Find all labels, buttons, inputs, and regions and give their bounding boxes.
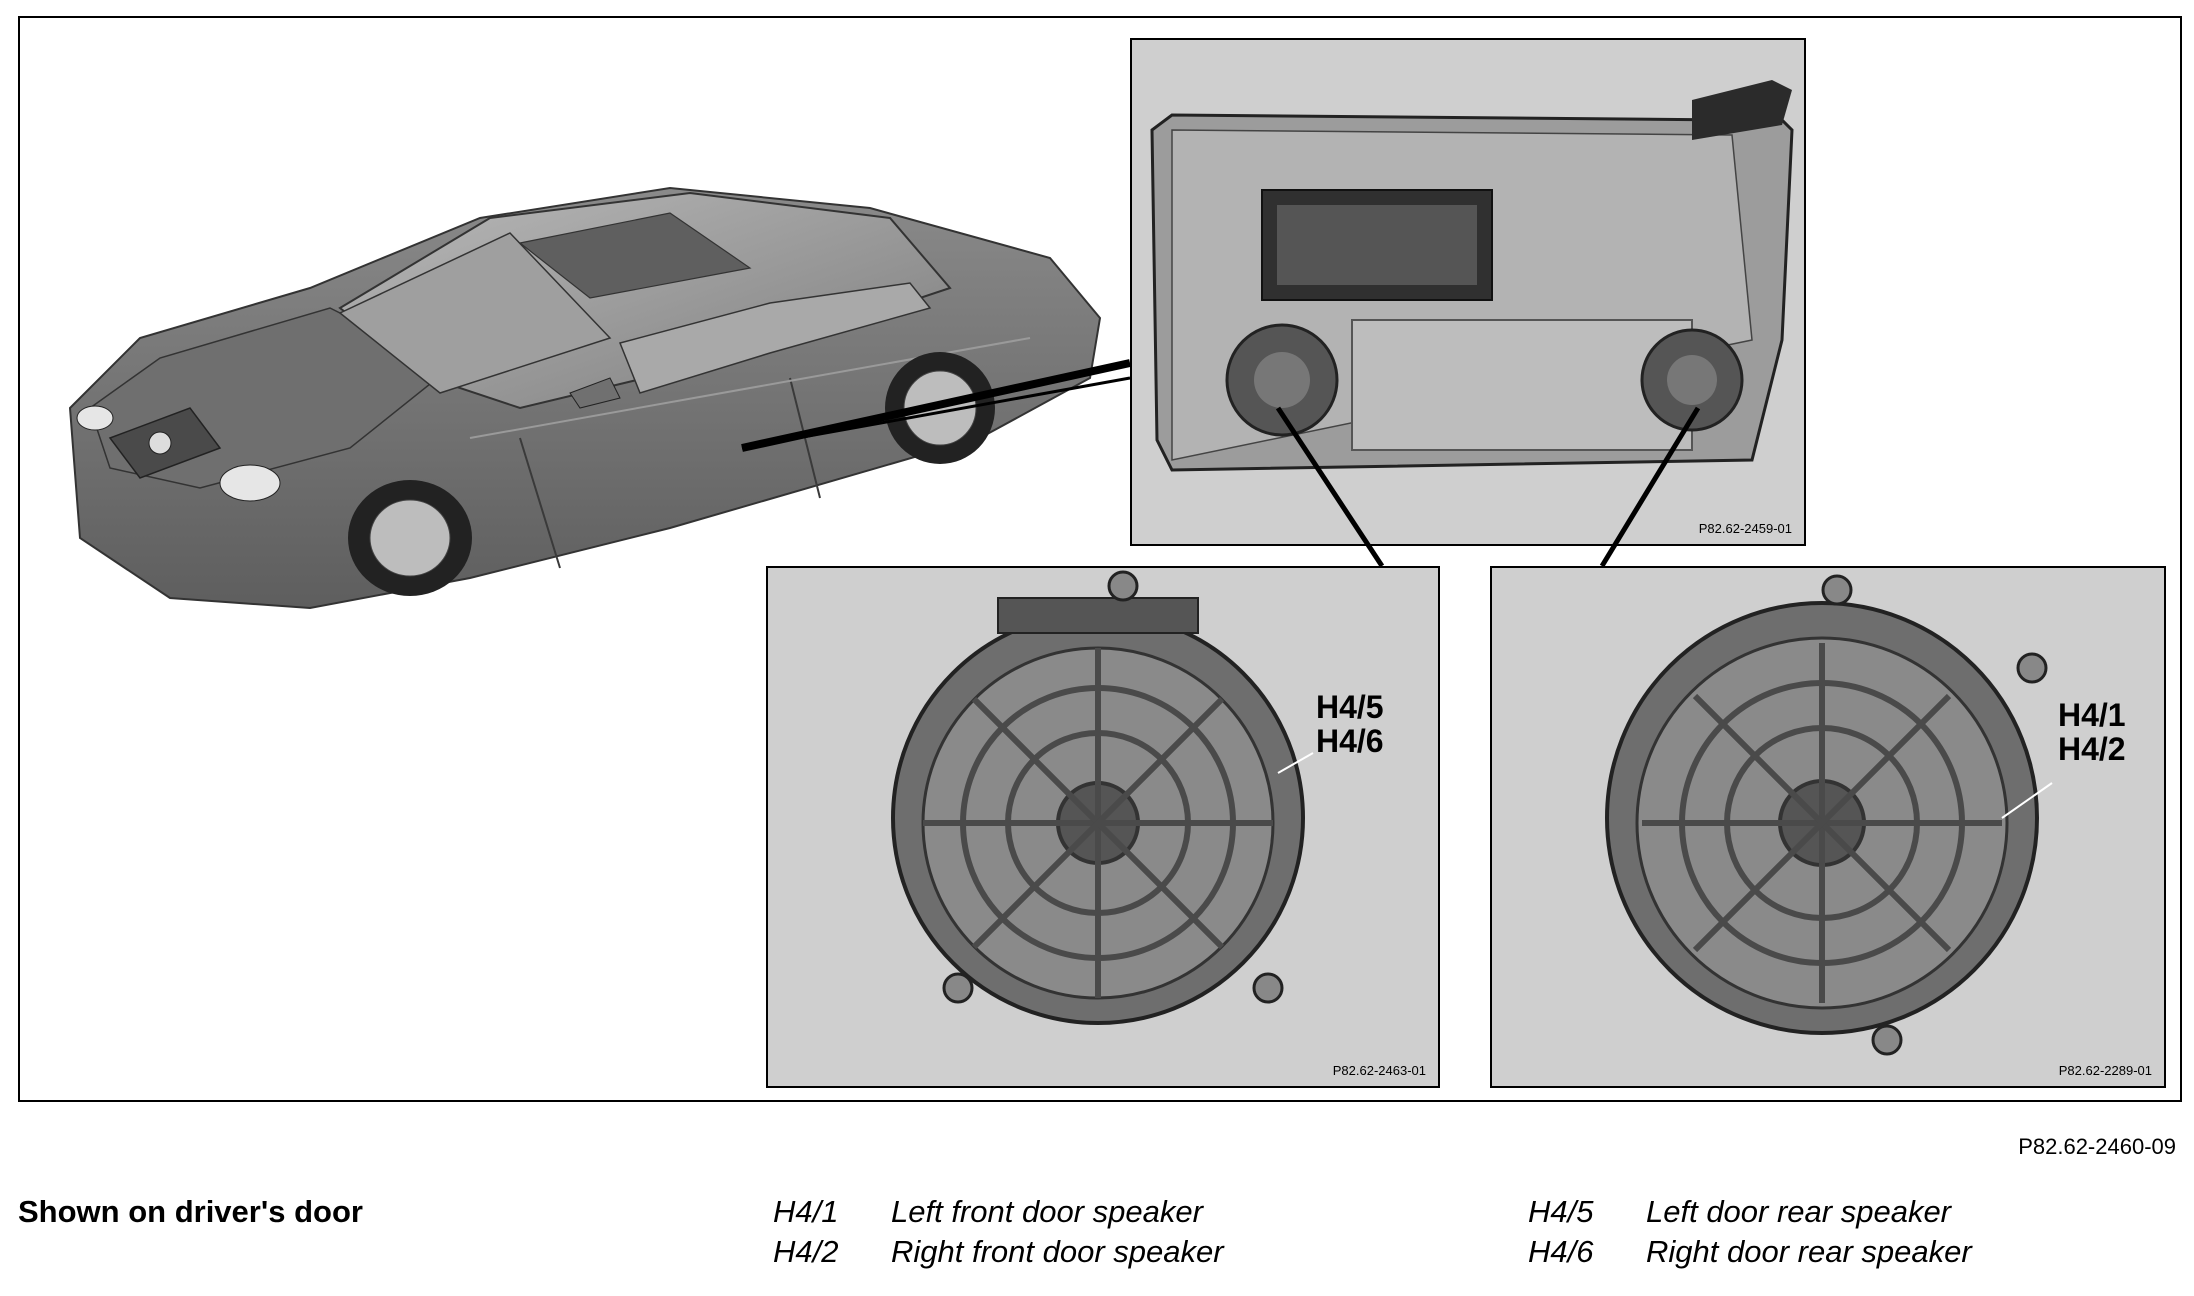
legend-label: Left front door speaker <box>891 1194 1203 1229</box>
legend-code: H4/5 <box>1528 1194 1594 1229</box>
door-panel-illustration <box>1150 80 1794 472</box>
door-image-code: P82.62-2459-01 <box>1698 521 1792 536</box>
legend-item: H4/2 Right front door speaker <box>773 1232 1224 1272</box>
rear-speaker-callout: H4/1 H4/2 <box>2058 697 2126 767</box>
legend-item: H4/5 Left door rear speaker <box>1528 1192 1972 1232</box>
rear-speaker-panel: H4/1 H4/2 P82.62-2289-01 <box>1490 566 2166 1088</box>
legend-label: Right door rear speaker <box>1646 1234 1972 1269</box>
legend-label: Right front door speaker <box>891 1234 1224 1269</box>
front-speaker-panel: H4/5 H4/6 P82.62-2463-01 <box>766 566 1440 1088</box>
legend-item: H4/1 Left front door speaker <box>773 1192 1224 1232</box>
legend-left: H4/1 Left front door speaker H4/2 Right … <box>773 1192 1224 1272</box>
car-illustration <box>68 186 1102 610</box>
rear-speaker-image-code: P82.62-2289-01 <box>2058 1063 2152 1078</box>
legend-item: H4/6 Right door rear speaker <box>1528 1232 1972 1272</box>
caption-title: Shown on driver's door <box>18 1194 363 1229</box>
speaker-illustration <box>891 570 1314 1025</box>
legend-right: H4/5 Left door rear speaker H4/6 Right d… <box>1528 1192 1972 1272</box>
legend-label: Left door rear speaker <box>1646 1194 1952 1229</box>
legend-code: H4/6 <box>1528 1234 1594 1269</box>
figure-frame: P82.62-2459-01 H4/5 H4/6 P82.62-24 <box>18 16 2182 1102</box>
legend-code: H4/1 <box>773 1194 839 1229</box>
door-panel: P82.62-2459-01 <box>1130 38 1806 546</box>
figure-id: P82.62-2460-09 <box>2018 1134 2176 1159</box>
front-speaker-image-code: P82.62-2463-01 <box>1332 1063 1426 1078</box>
legend-code: H4/2 <box>773 1234 839 1269</box>
front-speaker-callout: H4/5 H4/6 <box>1316 689 1384 759</box>
speaker-illustration <box>1605 574 2053 1056</box>
